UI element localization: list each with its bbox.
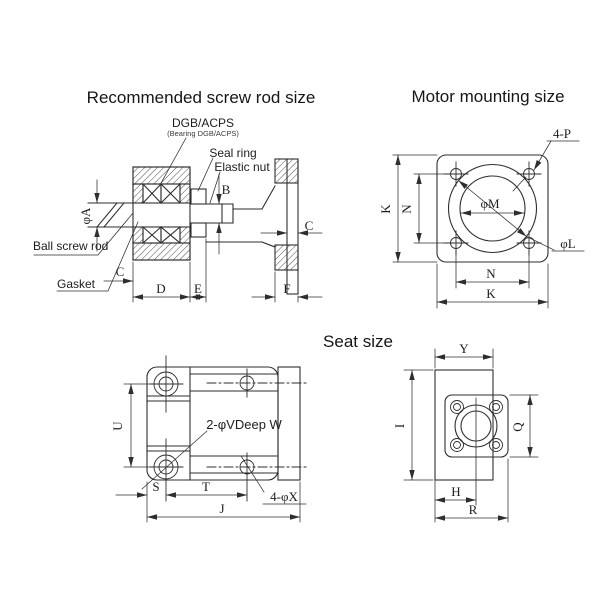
ball-screw-rod-label: Ball screw rod bbox=[33, 239, 108, 253]
label-four-dia-x: 4-φX bbox=[270, 489, 298, 504]
seal-ring-label: Seal ring bbox=[209, 146, 256, 160]
dim-u: U bbox=[110, 421, 125, 431]
seat-side-dimension-lines bbox=[115, 383, 307, 523]
screw-rod-dimension-lines bbox=[33, 137, 323, 303]
label-four-p: 4-P bbox=[553, 126, 571, 141]
dim-f: F bbox=[283, 281, 290, 296]
dim-c-flange: C bbox=[305, 218, 314, 233]
dim-r: R bbox=[469, 502, 478, 517]
title-screw-rod-size: Recommended screw rod size bbox=[86, 88, 316, 107]
screw-rod-texts: DGB/ACPS (Bearing DGB/ACPS) Seal ring El… bbox=[33, 116, 313, 296]
dim-dia-a: φA bbox=[78, 207, 93, 225]
ball-screw-rod-shaft bbox=[87, 202, 134, 228]
dim-k-bottom: K bbox=[486, 286, 496, 301]
seat-end-texts: Y I Q H R bbox=[392, 341, 525, 517]
dim-y: Y bbox=[459, 341, 469, 356]
dim-n-bottom: N bbox=[486, 266, 496, 281]
title-seat-size: Seat size bbox=[323, 332, 393, 351]
seat-through-holes bbox=[206, 368, 307, 502]
seat-end-corner-holes bbox=[450, 400, 503, 452]
bearing-housing bbox=[132, 166, 191, 261]
dim-j: J bbox=[219, 501, 224, 516]
motor-mounting-drawing: 4-P φM φL K N N K bbox=[378, 126, 585, 309]
motor-mount-texts: 4-P φM φL K N N K bbox=[378, 126, 576, 301]
dim-d: D bbox=[156, 281, 165, 296]
gasket-label: Gasket bbox=[57, 277, 96, 291]
bearing-rollers bbox=[142, 183, 181, 244]
label-dia-l: φL bbox=[560, 236, 576, 251]
dgb-acps-label: DGB/ACPS bbox=[172, 116, 234, 130]
dim-q: Q bbox=[510, 422, 525, 432]
seat-end-body bbox=[434, 369, 509, 506]
title-motor-mounting-size: Motor mounting size bbox=[411, 87, 565, 106]
label-dia-m: φM bbox=[480, 196, 500, 211]
dim-t: T bbox=[202, 479, 210, 494]
seat-side-view-drawing: 2-φVDeep W 4-φX U S T J bbox=[110, 355, 307, 523]
dim-n-left: N bbox=[399, 204, 414, 214]
seat-end-view-drawing: Y I Q H R bbox=[392, 341, 539, 523]
seal-ring-shape bbox=[190, 188, 207, 205]
seat-body bbox=[146, 366, 301, 481]
dim-c-gasket: C bbox=[116, 264, 125, 279]
dim-i: I bbox=[392, 424, 407, 428]
dim-e: E bbox=[194, 281, 202, 296]
seat-end-dimension-lines bbox=[403, 348, 539, 523]
dim-s: S bbox=[152, 479, 159, 494]
label-two-dia-v-deep-w: 2-φVDeep W bbox=[206, 417, 282, 432]
screw-rod-assembly-drawing: DGB/ACPS (Bearing DGB/ACPS) Seal ring El… bbox=[33, 116, 323, 303]
dim-b: B bbox=[222, 182, 231, 197]
flange-cross-section bbox=[205, 158, 299, 295]
dim-k-left: K bbox=[378, 204, 393, 214]
dim-h: H bbox=[451, 484, 460, 499]
elastic-nut-label: Elastic nut bbox=[214, 160, 270, 174]
motor-mount-dimension-lines bbox=[392, 140, 585, 309]
elastic-nut-shape bbox=[189, 203, 234, 238]
dgb-acps-sub-label: (Bearing DGB/ACPS) bbox=[167, 129, 239, 138]
seat-side-texts: 2-φVDeep W 4-φX U S T J bbox=[110, 417, 298, 516]
